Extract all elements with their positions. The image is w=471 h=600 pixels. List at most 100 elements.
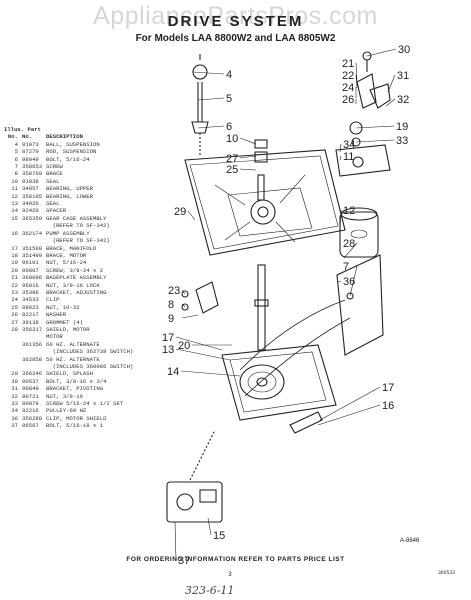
parts-list-header-row2: No. No. DESCRIPTION [4, 133, 164, 140]
part-no: 92216 [22, 407, 39, 415]
figure-id: A-8646 [400, 538, 420, 544]
baseplate [184, 149, 346, 256]
rib [224, 221, 251, 241]
part-no: 87270 [22, 148, 39, 156]
brace-manifold [195, 281, 219, 314]
callout-number: 37 [178, 555, 190, 567]
part-no: 90537 [22, 377, 39, 385]
parts-list-row: (INCLUDES 362738 SWITCH) [4, 348, 164, 355]
callout-leader-line [192, 71, 225, 75]
illus-no: 33 [11, 400, 18, 408]
part-description: BEARING, UPPER [46, 185, 93, 193]
callout-leader-line [181, 314, 199, 319]
callout-leader-line [355, 74, 358, 89]
illus-no: 11 [11, 185, 18, 193]
ordering-footer: FOR ORDERING INFORMATION REFER TO PARTS … [126, 556, 345, 563]
callout-number: 34 [343, 139, 355, 151]
grommet [352, 156, 364, 168]
nut [181, 290, 189, 298]
part-description: BRACE, MANIFOLD [46, 244, 97, 252]
part-description: GEAR CASE ASSEMBLY [46, 214, 107, 222]
illus-no: 27 [11, 318, 18, 326]
part-description: BOLT, 3/8-16 x 3/4 [46, 377, 107, 385]
motor-shield-clip [346, 292, 354, 300]
part-description: 50 HZ. ALTERNATE [46, 355, 100, 363]
gear-pulley [239, 364, 285, 400]
part-no: 358760 [22, 170, 43, 178]
illus-no: 8 [14, 170, 18, 178]
pump-centerline [189, 429, 216, 481]
part-description: SHIELD, MOTOR [46, 325, 90, 333]
callout-number: 22 [342, 70, 354, 82]
callout-number: 36 [343, 276, 355, 288]
callout-leader-line [317, 404, 381, 426]
part-no: 351500 [22, 244, 43, 252]
callout-number: 24 [342, 82, 354, 94]
part-description: (REFER TO SF-342) [46, 222, 110, 230]
gear-case [221, 344, 337, 421]
illus-no: 22 [11, 281, 18, 289]
part-description: (REFER TO SF-342) [46, 237, 110, 245]
parts-list-row: 30 90537 BOLT, 3/8-16 x 3/4 [4, 378, 164, 385]
part-description: MOTOR [46, 333, 63, 341]
watermark: AppliancePartsPros.com [93, 2, 378, 30]
callout-leader-line [385, 98, 396, 107]
callout-leader-line [239, 168, 257, 171]
callout-leader-line [319, 386, 381, 421]
part-no: 358653 [22, 163, 43, 171]
part-no: 90879 [22, 400, 39, 408]
callout-number: 25 [226, 164, 238, 176]
document-code: 360532 [438, 571, 456, 576]
belt [239, 299, 346, 371]
part-description: NUT, 5/16-24 [46, 259, 87, 267]
callout-number: 17 [382, 382, 394, 394]
part-no: 358195 [22, 192, 43, 200]
illus-no: 25 [11, 303, 18, 311]
callout-leader-line [239, 137, 257, 145]
callout-number: 30 [398, 44, 410, 56]
part-description: BOLT, 5/16-18 x 1 [46, 422, 104, 430]
pump-body [166, 481, 223, 523]
callout-leader-line [339, 209, 342, 231]
callout-leader-line [343, 242, 358, 259]
part-description: PUMP ASSEMBLY [46, 229, 90, 237]
callout-number: 23 [168, 285, 180, 297]
part-description: WASHER [46, 311, 67, 319]
callout-leader-line [197, 125, 225, 129]
callout-number: 20 [178, 340, 190, 352]
part-no: 34533 [22, 296, 39, 304]
illus-no: 26 [11, 311, 18, 319]
callout-number: 7 [343, 261, 349, 273]
illus-no: 30 [11, 377, 18, 385]
illus-no: 12 [11, 192, 18, 200]
part-no: 98023 [22, 303, 39, 311]
part-description: CLIP [46, 296, 60, 304]
part-no: 361356 [22, 340, 43, 348]
callout-leader-line [181, 289, 186, 295]
callout-number: 16 [382, 400, 394, 412]
illus-no: 31 [11, 385, 18, 393]
part-description: SHIELD, SPLASH [46, 370, 93, 378]
part-description: SEAL [46, 200, 60, 208]
bracket-arm [369, 83, 391, 109]
callout-number: 12 [343, 205, 355, 217]
illus-no: 20 [11, 266, 18, 274]
callout-leader-line [239, 155, 257, 159]
part-description: NUT, 10-32 [46, 303, 80, 311]
belt [244, 317, 351, 397]
illus-no: 23 [11, 288, 18, 296]
bearing-hole [257, 206, 269, 218]
part-no: 362858 [22, 355, 43, 363]
